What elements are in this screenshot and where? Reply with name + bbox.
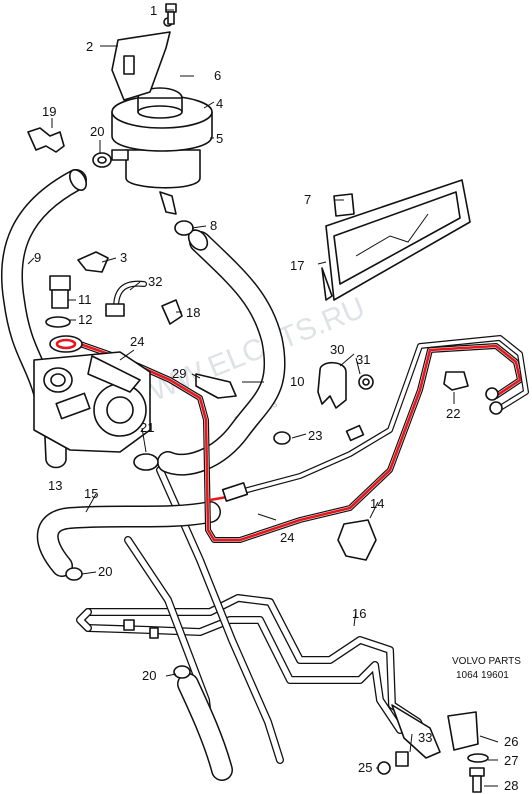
callout-19: 19 [42, 104, 56, 119]
callout-32: 32 [148, 274, 162, 289]
callout-16: 16 [352, 606, 366, 621]
callout-20-top: 20 [90, 124, 104, 139]
catalog-number: 1064 19601 [456, 670, 509, 681]
watermark: WWW.ELCATS.RU 29.05.2013 [118, 291, 369, 425]
callout-21: 21 [140, 420, 154, 435]
callout-29: 29 [172, 366, 186, 381]
callout-18: 18 [186, 305, 200, 320]
callout-10: 10 [290, 374, 304, 389]
callout-22: 22 [446, 406, 460, 421]
reservoir [111, 87, 213, 215]
clip-icon [77, 251, 109, 273]
bracket-26 [447, 711, 479, 751]
callout-14: 14 [370, 496, 384, 511]
pipe-clip [149, 627, 159, 639]
catalog-brand: VOLVO PARTS [452, 656, 521, 667]
banjo-bolt [45, 275, 71, 328]
callout-24-top: 24 [130, 334, 144, 349]
clamp-icon [173, 665, 191, 679]
rigid-pipes-group [76, 466, 441, 764]
washer-icon [467, 753, 489, 763]
bracket-2 [111, 17, 173, 101]
pressure-pipe-24 [77, 335, 529, 543]
callout-5: 5 [216, 131, 223, 146]
callout-31: 31 [356, 352, 370, 367]
callout-30: 30 [330, 342, 344, 357]
callout-8: 8 [210, 218, 217, 233]
pipe-sleeve [345, 424, 365, 442]
callout-25: 25 [358, 760, 372, 775]
hose-lower [177, 673, 233, 781]
callout-7: 7 [304, 192, 311, 207]
hose-15 [36, 501, 221, 577]
callout-3: 3 [120, 250, 127, 265]
callout-17: 17 [290, 258, 304, 273]
callout-12: 12 [78, 312, 92, 327]
callout-15: 15 [84, 486, 98, 501]
nut-icon [377, 761, 391, 775]
clamp-icon [92, 152, 112, 168]
catalog-note: VOLVO PARTS 1064 19601 [452, 656, 521, 681]
bracket-29 [195, 373, 237, 399]
callout-27: 27 [504, 753, 518, 768]
callout-20-left: 20 [98, 564, 112, 579]
clamp-icon [174, 220, 194, 236]
clip-icon [337, 519, 377, 561]
bolt-icon [469, 767, 485, 793]
callout-13: 13 [48, 478, 62, 493]
bracket-30 [317, 361, 347, 409]
callout-9: 9 [34, 250, 41, 265]
callout-26: 26 [504, 734, 518, 749]
callout-33: 33 [418, 730, 432, 745]
callout-6: 6 [214, 68, 221, 83]
clamp-icon [65, 567, 83, 581]
fitting-32 [105, 280, 147, 317]
callout-28: 28 [504, 778, 518, 793]
callout-11: 11 [78, 292, 92, 307]
bolt-icon [165, 3, 177, 25]
pipe-clip [123, 619, 135, 631]
clamp-icon [273, 431, 291, 445]
callout-23: 23 [308, 428, 322, 443]
bolt-icon [395, 751, 409, 767]
clip-icon [161, 299, 183, 325]
pump-13 [33, 335, 151, 469]
callout-24-bottom: 24 [280, 530, 294, 545]
bracket-17 [321, 179, 471, 301]
callout-2: 2 [86, 39, 93, 54]
nut-icon [358, 374, 374, 390]
callouts: 1 2 3 4 5 6 7 8 9 10 11 12 13 14 15 16 1… [34, 3, 518, 793]
callout-4: 4 [216, 96, 223, 111]
clip-icon [443, 371, 469, 391]
pipe-fitting [221, 482, 249, 502]
clip-icon [27, 127, 65, 153]
clamp-icon [133, 453, 159, 471]
callout-20-bottom: 20 [142, 668, 156, 683]
callout-1: 1 [150, 3, 157, 18]
leader-lines [27, 9, 499, 787]
